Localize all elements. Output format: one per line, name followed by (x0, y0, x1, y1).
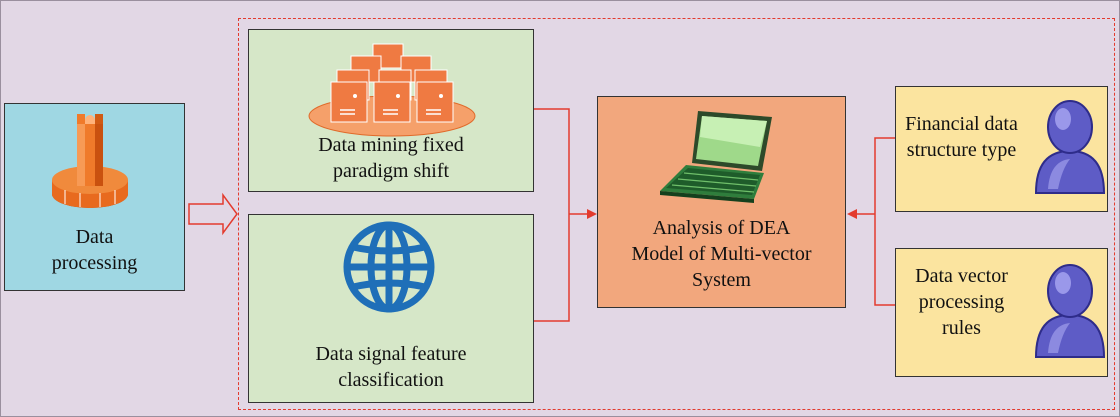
system-boundary (238, 18, 1115, 410)
data-vector-label: Data vector (915, 265, 1008, 287)
data-mining-label: Data mining fixed (318, 134, 464, 156)
dea-analysis-label-3: System (692, 269, 751, 291)
data-processing-label-2: processing (51, 252, 138, 274)
data-vector-node: Data vector processing rules (895, 248, 1108, 377)
dea-analysis-label-2: Model of Multi-vector (631, 243, 812, 265)
globe-icon (343, 221, 435, 313)
hollow-arrow (188, 192, 238, 236)
laptop-icon (660, 111, 772, 203)
data-processing-node: Data processing (4, 103, 185, 291)
data-mining-label-2: paradigm shift (332, 160, 450, 182)
data-processing-label: Data (75, 226, 114, 248)
financial-data-node: Financial data structure type (895, 86, 1108, 212)
dea-analysis-label: Analysis of DEA (652, 217, 791, 239)
data-vector-label-2: processing (918, 291, 1005, 313)
financial-data-label-2: structure type (906, 139, 1017, 161)
document-stack-icon (308, 43, 476, 137)
dea-analysis-node: Analysis of DEA Model of Multi-vector Sy… (597, 96, 846, 308)
data-signal-label-2: classification (338, 369, 444, 391)
data-signal-node: Data signal feature classification (248, 214, 534, 403)
connector-financial-vector (874, 137, 895, 306)
financial-data-label: Financial data (905, 113, 1018, 135)
user-icon (1034, 100, 1106, 194)
funnel-icon (52, 114, 128, 208)
data-mining-node: Data mining fixed paradigm shift (248, 29, 534, 192)
data-vector-label-3: rules (942, 317, 981, 339)
user-icon (1034, 264, 1106, 358)
connector-mining-dea (534, 108, 570, 322)
data-signal-label: Data signal feature (315, 343, 467, 365)
